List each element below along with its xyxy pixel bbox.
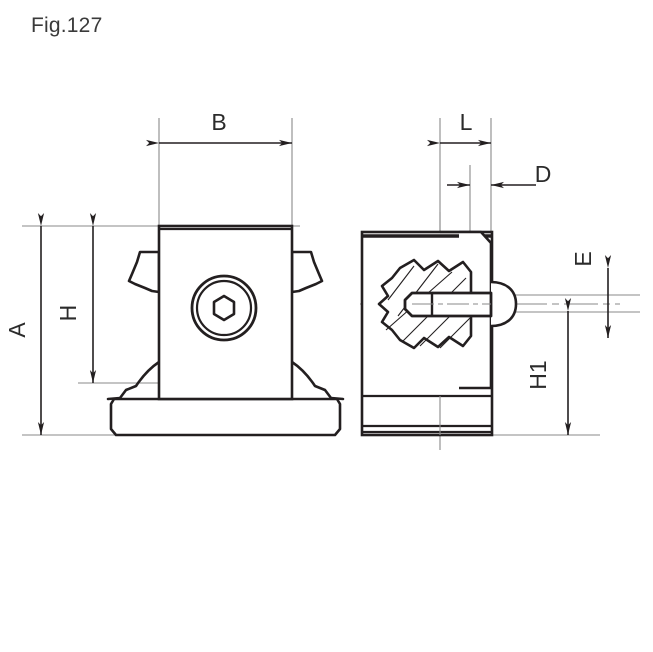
front-view (106, 224, 345, 437)
dimension-lines (37, 139, 612, 435)
side-ear-lower-left (106, 360, 161, 401)
hex-socket-screw-head (190, 274, 258, 342)
side-ear-profile-left (127, 250, 161, 294)
hex-socket-icon (212, 294, 236, 322)
figure-label: Fig.127 (31, 14, 103, 37)
screw-head-dome (490, 280, 518, 328)
side-ear-lower-right (290, 360, 345, 401)
dimension-label-B: B (211, 109, 226, 135)
side-base-layers (362, 394, 492, 434)
dimension-label-H: H (55, 305, 81, 322)
dimension-label-L: L (460, 109, 473, 135)
screw-shaft (403, 291, 493, 318)
dimension-label-H1: H1 (525, 360, 551, 389)
dimension-label-E: E (570, 251, 596, 266)
side-ear-profile-right (290, 250, 324, 294)
dimension-label-D: D (535, 161, 552, 187)
side-view (360, 230, 518, 437)
base-flange (109, 397, 342, 437)
dimension-label-A: A (4, 322, 30, 338)
